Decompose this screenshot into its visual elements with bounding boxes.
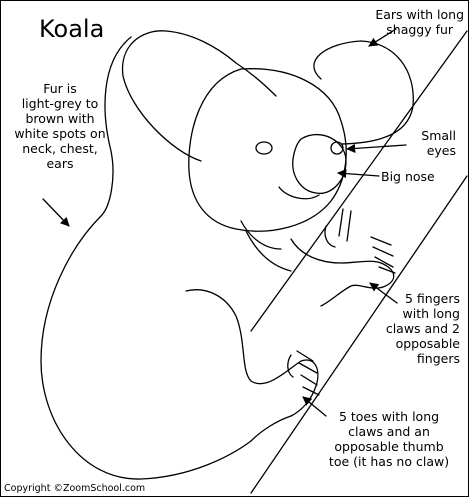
leg-outline	[186, 290, 318, 416]
page-title: Koala	[39, 15, 104, 43]
copyright-text: Copyright ©ZoomSchool.com	[4, 483, 145, 495]
foot-outline	[251, 416, 291, 441]
chest-fur-line	[241, 221, 281, 249]
right-ear-outline	[314, 41, 413, 144]
fur-label: Fur is light-grey to brown with white sp…	[5, 81, 115, 171]
eyes-label: Small eyes	[421, 128, 456, 158]
head-outline	[189, 69, 346, 231]
nose-shape	[293, 135, 346, 194]
eye-shape	[256, 142, 272, 154]
fur-pointer-line	[43, 199, 69, 226]
toes-label: 5 toes with long claws and an opposable …	[319, 409, 459, 469]
nose-label: Big nose	[381, 169, 435, 184]
eyes-pointer-line	[347, 145, 406, 149]
toe-claws	[288, 351, 319, 395]
left-ear-outline	[123, 31, 276, 161]
small-eye-shape	[331, 142, 343, 154]
ears-label: Ears with long shaggy fur	[375, 7, 464, 37]
chest-fingers	[325, 226, 335, 247]
fingers-label: 5 fingers with long claws and 2 opposabl…	[386, 291, 460, 366]
